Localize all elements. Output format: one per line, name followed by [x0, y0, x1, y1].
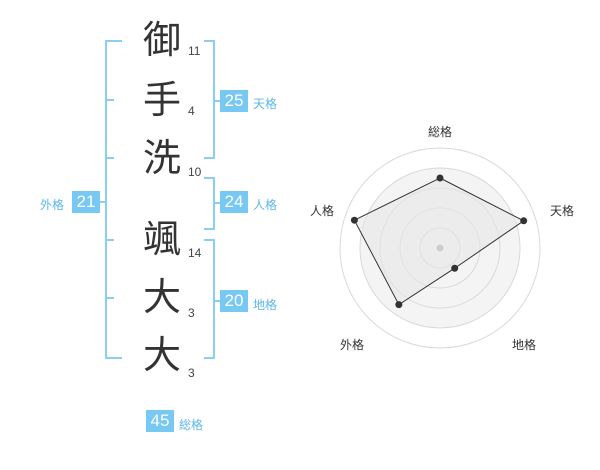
- jinkaku-value: 24: [220, 191, 248, 213]
- radar-ring: [339, 147, 541, 349]
- radar-point-1: [436, 174, 444, 182]
- radar-point-4: [395, 301, 403, 309]
- gaikaku-bracket: [105, 40, 122, 359]
- name-char-3: 洗: [142, 136, 181, 180]
- gaikaku-label: 外格: [40, 198, 65, 212]
- radar-point-5: [350, 216, 358, 224]
- chikaku-bracket: [204, 239, 215, 359]
- radar-polygon: [353, 177, 525, 306]
- tenkaku-value: 25: [220, 90, 248, 112]
- radar-ring: [359, 167, 521, 329]
- tenkaku-bracket: [204, 40, 215, 159]
- name-char-6: 大: [142, 333, 181, 377]
- stroke-count-6: 3: [188, 366, 195, 380]
- gaikaku-value: 21: [72, 191, 100, 213]
- radar-label-gaikaku: 外格: [340, 338, 365, 352]
- name-char-4: 颯: [142, 217, 181, 261]
- chikaku-label: 地格: [253, 298, 278, 312]
- tenkaku-label: 天格: [253, 97, 278, 111]
- soukaku-value: 45: [146, 410, 174, 432]
- radar-label-chikaku: 地格: [512, 338, 537, 352]
- soukaku-label: 総格: [179, 418, 204, 432]
- radar-label-tenkaku: 天格: [550, 204, 575, 218]
- jinkaku-label: 人格: [253, 198, 278, 212]
- stroke-count-1: 11: [188, 44, 201, 58]
- radar-point-3: [451, 264, 459, 272]
- stroke-count-2: 4: [188, 104, 195, 118]
- radar-label-soukaku: 総格: [428, 125, 453, 139]
- name-char-5: 大: [142, 275, 181, 319]
- stroke-count-4: 14: [188, 246, 202, 260]
- radar-center-dot: [436, 244, 444, 252]
- radar-label-jinkaku: 人格: [310, 204, 335, 218]
- chikaku-value: 20: [220, 290, 248, 312]
- radar-point-2: [520, 217, 528, 225]
- name-char-1: 御: [142, 18, 181, 62]
- name-char-2: 手: [142, 78, 181, 122]
- stroke-count-3: 10: [188, 165, 202, 179]
- stroke-count-5: 3: [188, 306, 195, 320]
